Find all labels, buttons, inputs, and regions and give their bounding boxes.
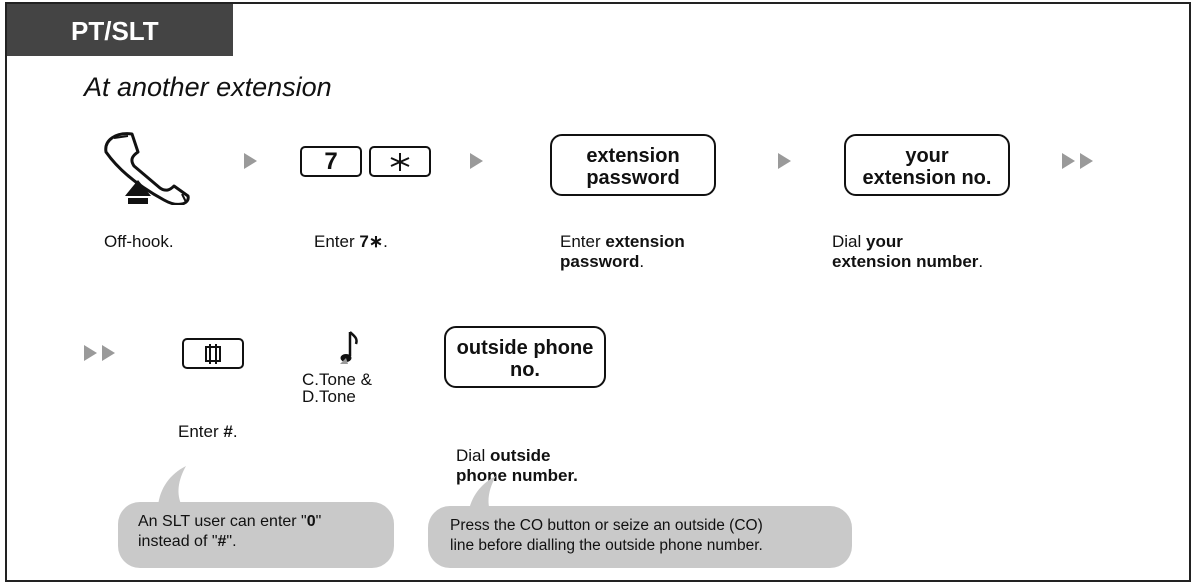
note-text: " (315, 513, 322, 530)
hash-key-icon (182, 338, 244, 369)
caption-bold: password (560, 252, 640, 271)
caption-enter-hash: Enter #. (178, 422, 238, 442)
caption-text: . (639, 252, 645, 271)
your-extension-number-box: your extension no. (844, 134, 1010, 196)
note-text: instead of " (138, 533, 218, 550)
key-7: 7 (300, 146, 362, 177)
step-arrow (470, 153, 483, 169)
caption-your-extension-number: Dial your extension number. (832, 232, 983, 272)
note-bold: # (217, 533, 227, 550)
note-line: Press the CO button or seize an outside … (450, 517, 763, 534)
caption-outside-phone-number: Dial outside phone number. (456, 446, 578, 486)
step-arrow (778, 153, 791, 169)
context-label: At another extension (84, 72, 332, 102)
note-bold: 0 (306, 513, 316, 530)
box-line: no. (510, 359, 540, 381)
caption-text: . (978, 252, 984, 271)
step-arrow (244, 153, 257, 169)
tone-line: D.Tone (302, 387, 356, 406)
music-note-icon (340, 331, 358, 364)
caption-bold: your (866, 232, 903, 251)
box-line: password (586, 167, 680, 189)
caption-text: Off-hook. (104, 232, 174, 251)
caption-bold: extension number (832, 252, 979, 271)
note-line: An SLT user can enter "0" (138, 512, 394, 532)
note-bubble-tail (158, 466, 186, 506)
caption-enter-7-star: Enter 7∗. (314, 232, 388, 252)
tone-label: C.Tone & D.Tone (302, 371, 372, 405)
caption-text: Dial (832, 232, 867, 251)
box-line: outside phone (456, 337, 594, 359)
box-line: extension no. (862, 167, 992, 189)
caption-bold: phone number. (456, 466, 578, 485)
extension-password-box: extension password (550, 134, 716, 196)
caption-text: Enter (314, 232, 360, 251)
note-line: line before dialling the outside phone n… (450, 537, 763, 554)
outside-phone-number-box: outside phone no. (444, 326, 606, 388)
caption-off-hook: Off-hook. (104, 232, 174, 252)
tab-label: PT/SLT (71, 16, 159, 46)
note-seize-co-line: Press the CO button or seize an outside … (428, 506, 852, 568)
caption-bold: 7∗ (359, 232, 384, 251)
star-key-icon (369, 146, 431, 177)
note-text: An SLT user can enter " (138, 513, 307, 530)
caption-bold: extension (605, 232, 685, 251)
note-line: instead of "#". (138, 532, 394, 552)
note-slt-enter-zero: An SLT user can enter "0" instead of "#"… (118, 502, 394, 568)
continued-arrow (84, 345, 115, 361)
caption-text: . (383, 232, 388, 251)
procedure-frame: PT/SLT (5, 2, 1191, 582)
caption-text: . (232, 422, 238, 441)
phone-type-tab: PT/SLT (7, 4, 233, 56)
caption-text: Enter (560, 232, 606, 251)
caption-bold: outside (490, 446, 551, 465)
caption-text: Dial (456, 446, 491, 465)
caption-bold: # (223, 422, 233, 441)
key-7-label: 7 (324, 148, 338, 175)
continue-arrow (1062, 153, 1093, 169)
caption-extension-password: Enter extension password. (560, 232, 685, 272)
box-line: your (905, 145, 949, 167)
box-line: extension (586, 145, 680, 167)
tone-line: C.Tone & (302, 370, 372, 389)
caption-text: Enter (178, 422, 224, 441)
off-hook-handset-icon (104, 132, 190, 205)
note-text: ". (226, 533, 237, 550)
